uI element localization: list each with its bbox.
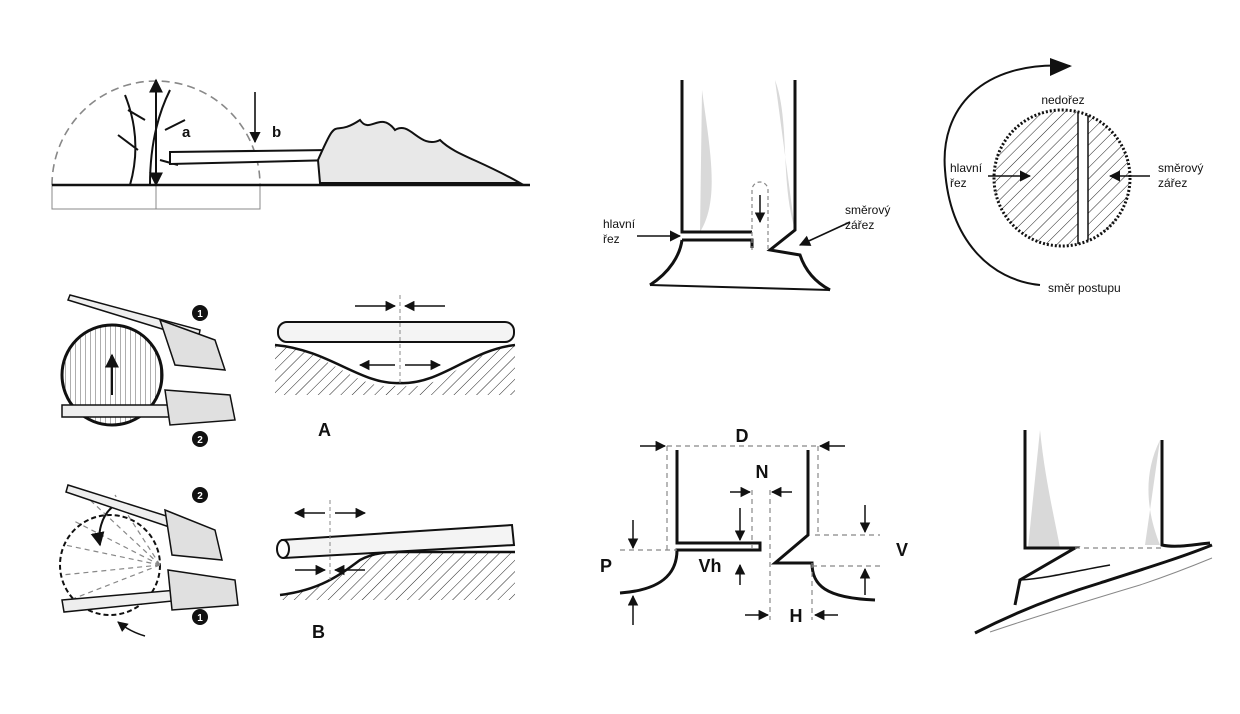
dim-P: P [600, 556, 612, 576]
top-view-main-cut-label: hlavní řez [950, 161, 985, 190]
svg-text:2: 2 [197, 435, 203, 446]
direction-label: směr postupu [1048, 281, 1121, 295]
chainsaw-lower [167, 569, 239, 611]
dim-Vh: Vh [698, 556, 721, 576]
step-badge-2 [192, 431, 208, 447]
chainsaw-lower [164, 389, 236, 426]
slope-ground [974, 543, 1213, 635]
label-a: a [182, 124, 191, 141]
slope-cut [974, 430, 1213, 635]
svg-text:2: 2 [197, 491, 203, 502]
dim-D: D [736, 426, 749, 446]
top-view [943, 58, 1150, 286]
log [277, 321, 515, 343]
felling-zone-panel: a b [51, 78, 530, 210]
trunk-left [680, 80, 752, 234]
slope-trunk-right [1160, 440, 1211, 548]
hinge-label: nedořez [1041, 93, 1084, 107]
label-B: B [312, 622, 325, 642]
dim-H: H [790, 606, 803, 626]
fallen-trunk [169, 148, 337, 166]
dimensions-diagram: D N V P Vh H [600, 426, 908, 626]
root-stump [117, 89, 186, 186]
label-A: A [318, 420, 331, 440]
cut-section-main-cut-label: hlavní řez [603, 217, 638, 246]
stump-top [992, 108, 1132, 248]
tree-crown [316, 118, 524, 184]
step-badge-1 [192, 609, 208, 625]
trunk-right [766, 80, 831, 292]
log-over-hollow-a: A [274, 295, 516, 440]
chainsaw-upper [158, 318, 227, 371]
svg-text:1: 1 [197, 309, 203, 320]
log-on-edge-b: B [276, 500, 516, 642]
saw-diagram-a: 1 2 [60, 294, 236, 447]
step-badge-2 [192, 487, 208, 503]
top-view-notch-label: směrový zářez [1158, 161, 1207, 190]
saw-diagram-b: 2 1 [59, 484, 239, 637]
dim-V: V [896, 540, 908, 560]
chainsaw-upper [164, 508, 223, 561]
label-b: b [272, 124, 281, 141]
text-labels: hlavní řez směrový zářez nedořez hlavní … [603, 93, 1207, 295]
svg-text:1: 1 [197, 613, 203, 624]
notch-section [637, 80, 851, 292]
cut-section-notch-label: směrový zářez [845, 203, 894, 232]
dim-N: N [756, 462, 769, 482]
ground-hatch [275, 345, 515, 395]
step-badge-1 [192, 305, 208, 321]
direction-arc [943, 64, 1071, 286]
